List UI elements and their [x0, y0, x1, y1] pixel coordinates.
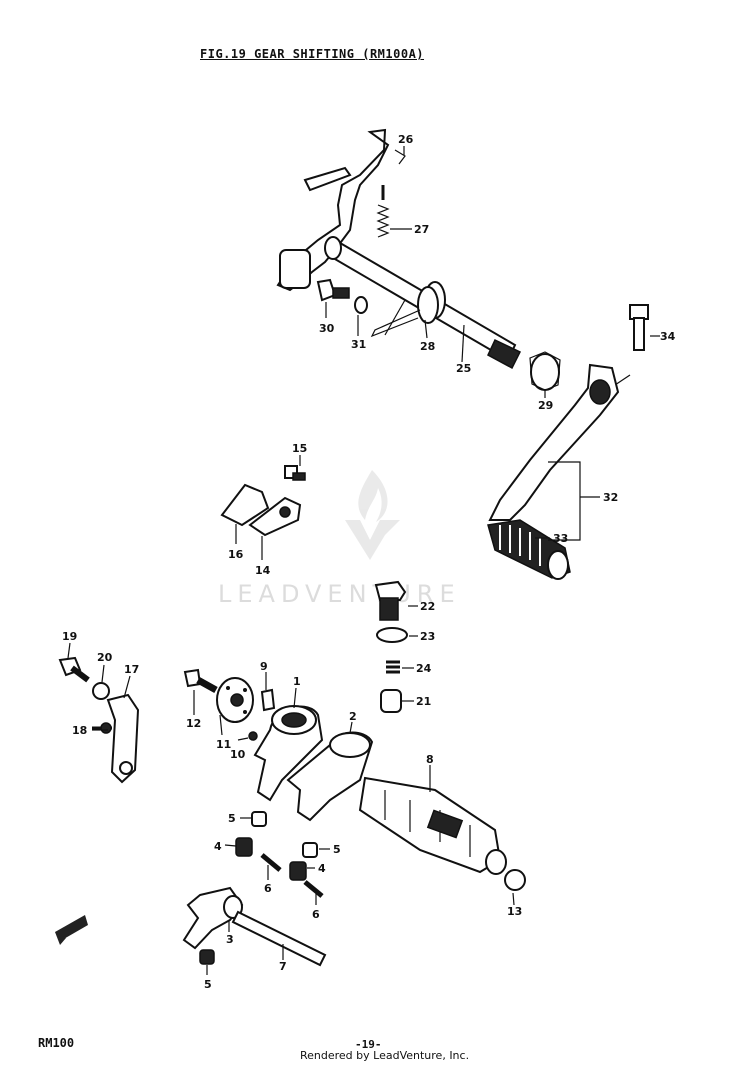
label-7: 7	[279, 960, 287, 973]
page-number: -19-	[355, 1038, 382, 1051]
label-20: 20	[97, 651, 113, 664]
label-34: 34	[660, 330, 676, 343]
label-14: 14	[255, 564, 271, 577]
label-6-b: 6	[312, 908, 320, 921]
part-33-lever-rubber	[487, 519, 571, 580]
label-15: 15	[292, 442, 307, 455]
part-15-screw	[284, 465, 306, 481]
part-19-bolt	[58, 656, 90, 683]
label-5-a: 5	[228, 812, 236, 825]
figure-title: FIG.19 GEAR SHIFTING (RM100A)	[200, 47, 425, 61]
render-credit: Rendered by LeadVenture, Inc.	[300, 1049, 470, 1062]
label-24: 24	[416, 662, 432, 675]
label-5-b: 5	[333, 843, 341, 856]
part-9-pin	[260, 688, 276, 712]
leader-lines	[67, 146, 660, 975]
part-30-bolt	[316, 278, 350, 302]
part-shift-arm	[276, 128, 390, 292]
label-30: 30	[319, 322, 335, 335]
part-1-shift-fork	[253, 705, 324, 802]
label-8: 8	[426, 753, 434, 766]
part-14-stopper-plate	[248, 496, 302, 537]
label-27: 27	[414, 223, 429, 236]
part-6-pin-a	[260, 853, 282, 872]
part-3-shift-fork	[182, 886, 244, 950]
label-2: 2	[349, 710, 357, 723]
part-4-pin-a	[235, 837, 253, 857]
label-32: 32	[603, 491, 618, 504]
part-24-spring	[386, 660, 400, 674]
part-number-labels: 26 27 30 31 28 25 29 34 32 33 15 16 14 2…	[62, 133, 676, 991]
label-31: 31	[351, 338, 366, 351]
label-18: 18	[72, 724, 87, 737]
part-11-cam-guide	[216, 677, 254, 723]
part-32-gear-shift-lever	[488, 363, 620, 521]
label-26: 26	[398, 133, 414, 146]
watermark-text: LEADVENTURE	[218, 580, 461, 608]
label-6-a: 6	[264, 882, 272, 895]
part-16-stopper-plate	[220, 483, 270, 527]
part-21-stopper-pin	[380, 689, 402, 713]
watermark-logo-icon	[345, 470, 400, 560]
label-10: 10	[230, 748, 246, 761]
part-28-return-spring	[370, 281, 446, 338]
part-18-spring	[92, 722, 112, 734]
part-12-bolt	[183, 668, 218, 694]
label-25: 25	[456, 362, 471, 375]
label-21: 21	[416, 695, 431, 708]
label-3: 3	[226, 933, 234, 946]
label-19: 19	[62, 630, 77, 643]
part-7-fork-shaft	[231, 910, 327, 967]
label-1: 1	[293, 675, 301, 688]
label-9: 9	[260, 660, 268, 673]
part-4-pin-b	[289, 861, 307, 881]
part-20-washer	[92, 682, 110, 700]
label-23: 23	[420, 630, 435, 643]
label-4-b: 4	[318, 862, 326, 875]
part-34-bolt	[614, 304, 649, 386]
label-4-a: 4	[214, 840, 222, 853]
label-12: 12	[186, 717, 201, 730]
label-16: 16	[228, 548, 244, 561]
part-23-gasket	[376, 627, 408, 643]
part-29-oil-seal	[529, 351, 561, 391]
part-8-gear-shift-cam	[358, 776, 507, 875]
front-direction-arrow-icon	[55, 915, 88, 945]
label-11: 11	[216, 738, 231, 751]
part-13-cap	[504, 869, 526, 891]
label-22: 22	[420, 600, 435, 613]
part-6-pin-b	[303, 880, 324, 898]
label-13: 13	[507, 905, 522, 918]
label-17: 17	[124, 663, 139, 676]
part-26-clip	[394, 149, 406, 165]
part-5-roller-c	[199, 949, 215, 965]
label-33: 33	[553, 532, 568, 545]
part-5-roller-a	[251, 811, 267, 827]
label-29: 29	[538, 399, 553, 412]
part-22-plug	[374, 580, 407, 621]
model-code: RM100	[38, 1036, 75, 1050]
part-2-shift-fork	[286, 731, 374, 822]
part-5-roller-b	[302, 842, 318, 858]
label-28: 28	[420, 340, 435, 353]
part-17-stopper-arm	[106, 693, 140, 784]
part-27-spring	[376, 185, 390, 238]
part-31-washer	[354, 296, 368, 314]
part-10-pin	[248, 731, 258, 741]
label-5-c: 5	[204, 978, 212, 991]
